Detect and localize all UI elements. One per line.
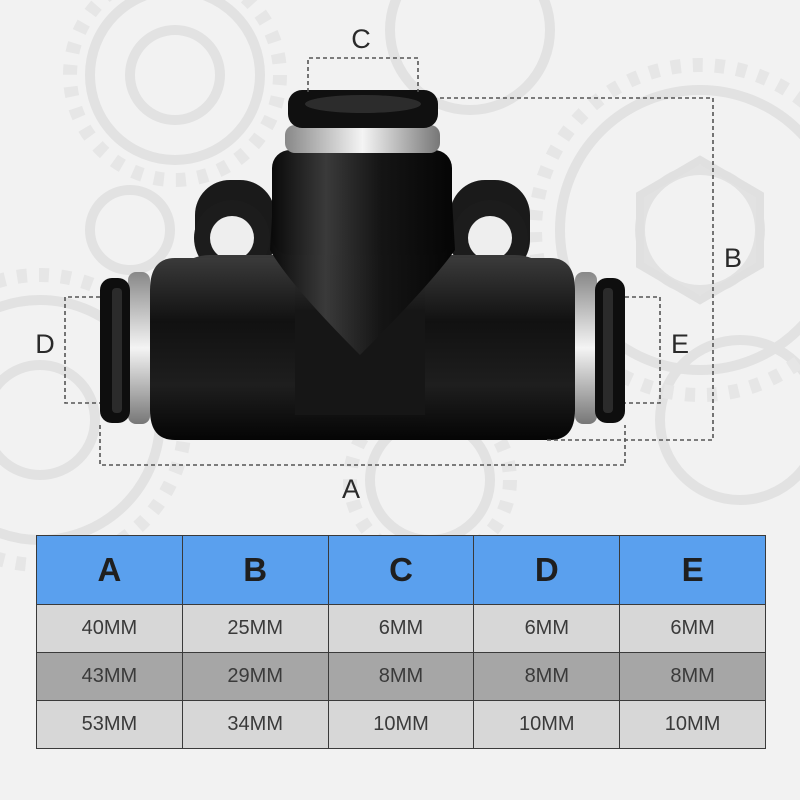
dimension-label-b: B bbox=[723, 243, 742, 273]
cell-d: 8MM bbox=[473, 652, 621, 701]
cell-e: 10MM bbox=[619, 700, 766, 749]
dimension-label-c: C bbox=[351, 24, 371, 54]
cell-d: 10MM bbox=[473, 700, 621, 749]
header-e: E bbox=[619, 535, 766, 605]
cell-e: 8MM bbox=[619, 652, 766, 701]
header-a: A bbox=[36, 535, 183, 605]
cell-c: 6MM bbox=[327, 604, 475, 653]
table-row: 40MM 25MM 6MM 6MM 6MM bbox=[36, 604, 766, 653]
cell-c: 8MM bbox=[327, 652, 475, 701]
cell-b: 29MM bbox=[181, 652, 329, 701]
dimension-label-d: D bbox=[35, 329, 55, 359]
table-row: 53MM 34MM 10MM 10MM 10MM bbox=[36, 700, 766, 749]
cell-c: 10MM bbox=[327, 700, 475, 749]
cell-a: 40MM bbox=[36, 604, 183, 653]
tee-fitting-illustration bbox=[64, 57, 714, 466]
cell-d: 6MM bbox=[473, 604, 621, 653]
table-row: 43MM 29MM 8MM 8MM 8MM bbox=[36, 652, 766, 701]
table-header-row: A B C D E bbox=[36, 535, 766, 605]
cell-e: 6MM bbox=[619, 604, 766, 653]
header-c: C bbox=[327, 535, 475, 605]
cell-a: 53MM bbox=[36, 700, 183, 749]
dimension-label-e: E bbox=[670, 329, 689, 359]
header-d: D bbox=[473, 535, 621, 605]
dimension-label-a: A bbox=[341, 474, 360, 504]
cell-a: 43MM bbox=[36, 652, 183, 701]
cell-b: 34MM bbox=[181, 700, 329, 749]
cell-b: 25MM bbox=[181, 604, 329, 653]
header-b: B bbox=[181, 535, 329, 605]
size-spec-table: A B C D E 40MM 25MM 6MM 6MM 6MM 43MM 29M… bbox=[36, 535, 766, 749]
